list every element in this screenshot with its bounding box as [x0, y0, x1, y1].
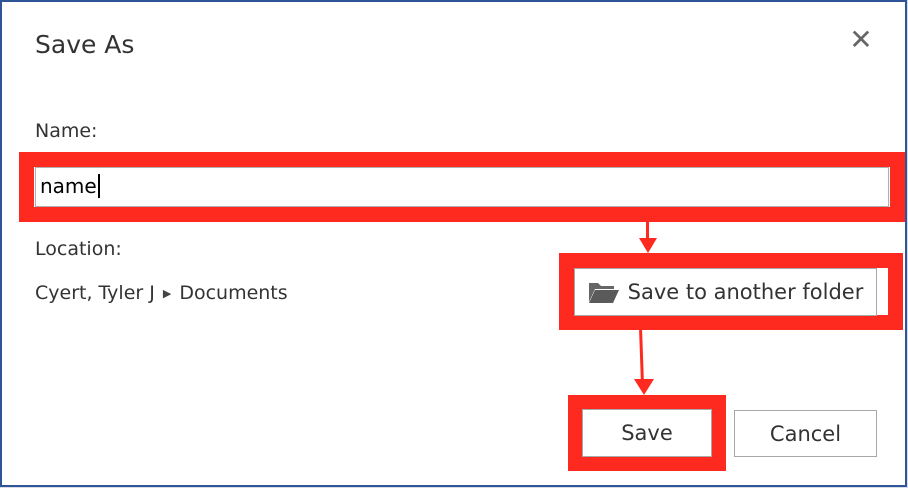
annotation-arrow [639, 329, 644, 383]
highlight-save-button [568, 395, 726, 471]
highlight-name-field [19, 152, 905, 222]
text-caret [97, 174, 100, 198]
chevron-right-icon: ▶ [162, 286, 172, 300]
highlight-folder-button [559, 253, 903, 330]
cancel-button[interactable]: Cancel [734, 410, 877, 457]
arrow-head-icon [639, 238, 657, 253]
save-button[interactable]: Save [582, 409, 712, 457]
close-icon[interactable]: ✕ [849, 23, 873, 56]
breadcrumb-user[interactable]: Cyert, Tyler J [35, 282, 155, 304]
breadcrumb-documents[interactable]: Documents [179, 282, 288, 304]
name-input[interactable]: name [35, 167, 889, 207]
save-to-another-folder-label: Save to another folder [627, 280, 864, 304]
save-to-another-folder-button[interactable]: Save to another folder [574, 268, 877, 316]
name-value: name [40, 174, 97, 198]
annotation-arrow [646, 222, 649, 242]
dialog-title: Save As [35, 30, 135, 59]
name-label: Name: [35, 120, 98, 142]
location-label: Location: [35, 238, 122, 260]
arrow-head-icon [634, 379, 654, 395]
location-breadcrumb: Cyert, Tyler J ▶ Documents [35, 282, 288, 304]
folder-icon [588, 283, 619, 303]
